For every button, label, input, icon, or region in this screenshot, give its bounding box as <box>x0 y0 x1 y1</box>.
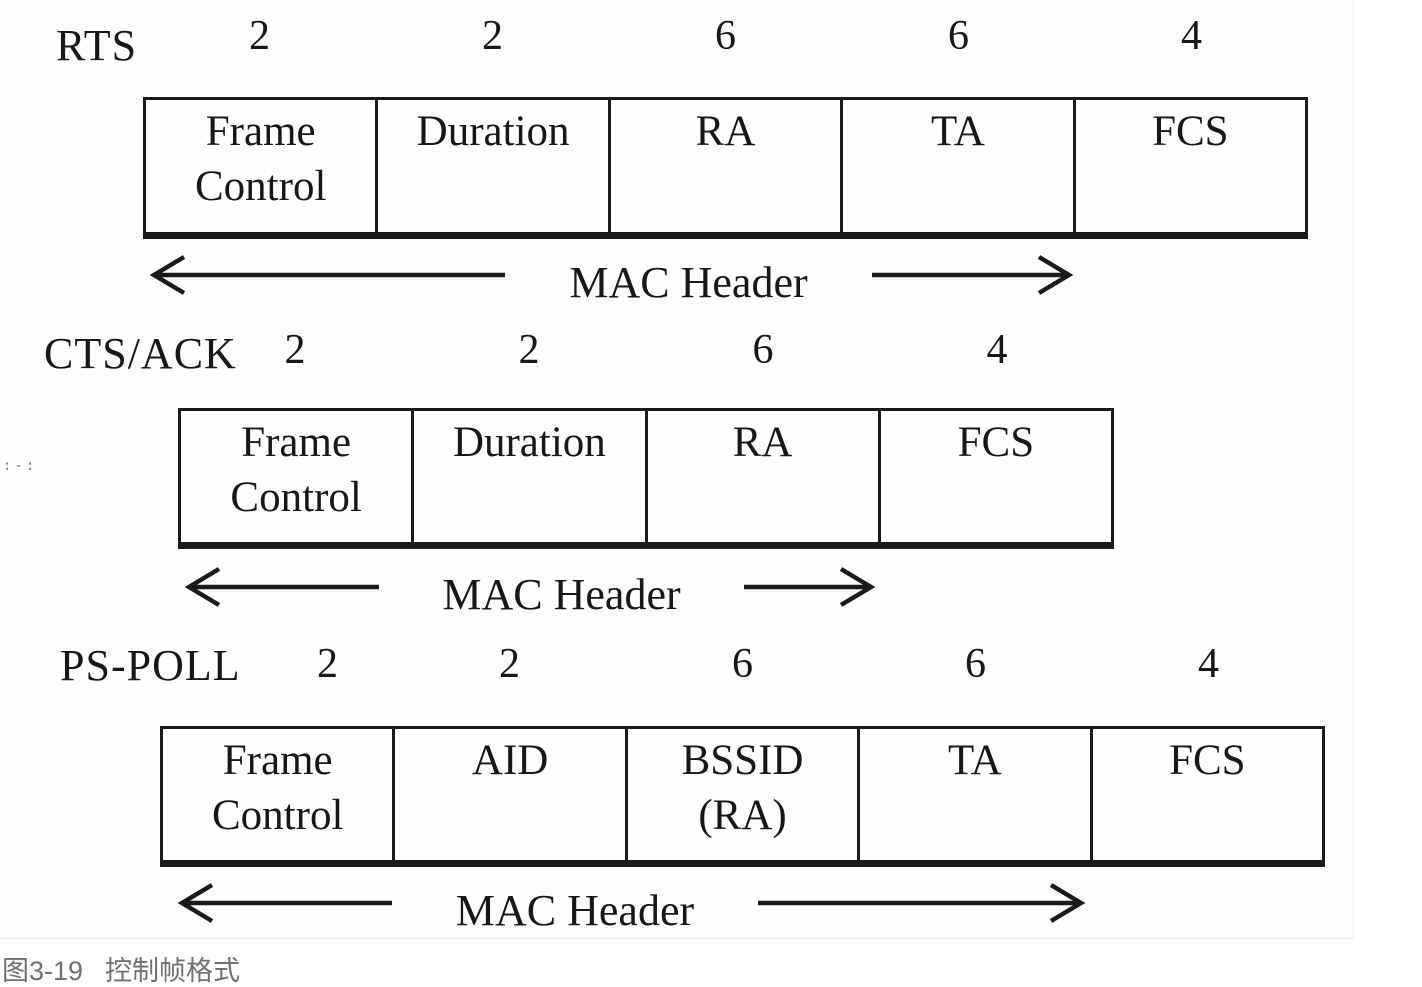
field-cell-aid: AID <box>392 729 624 860</box>
field-label: FCS <box>957 419 1035 466</box>
byte-count: 4 <box>1198 641 1219 687</box>
frame-type-label-cts-ack: CTS/ACK <box>44 329 237 378</box>
byte-count: 6 <box>715 13 736 59</box>
left-arrowhead-icon <box>177 883 392 923</box>
figure-number: 图3-19 <box>2 956 84 986</box>
field-label: Duration <box>452 419 606 466</box>
field-cell-bssid-ra: BSSID (RA) <box>624 729 857 860</box>
byte-count: 2 <box>284 327 306 373</box>
field-label: Frame Control <box>230 419 362 522</box>
field-label: RA <box>695 108 756 155</box>
field-label: TA <box>947 737 1002 784</box>
mac-header-text-zone: MAC Header <box>505 250 872 307</box>
byte-count: 2 <box>249 13 270 59</box>
field-cell-ta: TA <box>857 729 1089 860</box>
frame-fields-box: Frame Control AID BSSID (RA) TA FCS <box>160 726 1325 863</box>
byte-count: 6 <box>732 641 753 687</box>
frame-fields-box: Frame Control Duration RA TA FCS <box>143 97 1308 235</box>
right-arrowhead-icon <box>872 255 1074 295</box>
field-label: AID <box>471 737 549 784</box>
field-label: Duration <box>416 108 570 155</box>
mac-header-span-arrow: MAC Header <box>183 558 877 619</box>
field-label: TA <box>930 108 985 155</box>
mac-header-span-arrow: MAC Header <box>148 246 1075 307</box>
field-cell-fcs: FCS <box>877 411 1111 542</box>
field-cell-ra: RA <box>644 411 878 542</box>
field-cell-ta: TA <box>840 100 1072 232</box>
frame-type-label-ps-poll: PS-POLL <box>60 641 241 690</box>
field-cell-duration: Duration <box>375 100 607 232</box>
field-cell-ra: RA <box>607 100 840 232</box>
byte-count: 2 <box>518 327 540 373</box>
field-label: Frame Control <box>212 737 344 840</box>
field-label: BSSID (RA) <box>681 737 804 840</box>
mac-header-label: MAC Header <box>455 885 695 935</box>
byte-count: 4 <box>986 327 1008 373</box>
left-arrowhead-icon <box>149 255 505 295</box>
frame-fields-box: Frame Control Duration RA FCS <box>178 408 1114 545</box>
frame-type-label-rts: RTS <box>56 21 138 70</box>
field-cell-frame-control: Frame Control <box>146 100 375 232</box>
mac-header-text-zone: MAC Header <box>379 562 744 619</box>
field-cell-fcs: FCS <box>1072 100 1305 232</box>
field-label: Frame Control <box>195 108 327 211</box>
field-cell-frame-control: Frame Control <box>181 411 411 542</box>
figure-title: 控制帧格式 <box>105 956 241 986</box>
mac-header-text-zone: MAC Header <box>392 878 758 935</box>
mac-header-span-arrow: MAC Header <box>176 874 1087 935</box>
byte-count: 2 <box>499 641 520 687</box>
byte-count: 4 <box>1181 13 1202 59</box>
field-label: FCS <box>1169 737 1246 784</box>
mac-header-label: MAC Header <box>569 257 808 307</box>
field-cell-fcs: FCS <box>1089 729 1322 860</box>
byte-count: 6 <box>752 327 774 373</box>
mac-header-label: MAC Header <box>442 569 681 619</box>
left-arrowhead-icon <box>184 567 379 607</box>
field-cell-duration: Duration <box>411 411 644 542</box>
right-arrowhead-icon <box>758 883 1086 923</box>
margin-scan-artifact: :-: <box>3 458 38 474</box>
byte-count: 2 <box>317 641 338 687</box>
figure-caption: 图3-19 控制帧格式 <box>2 949 240 987</box>
right-arrowhead-icon <box>744 567 876 607</box>
byte-count: 6 <box>965 641 986 687</box>
field-label: FCS <box>1152 108 1229 155</box>
field-cell-frame-control: Frame Control <box>163 729 392 860</box>
field-label: RA <box>732 419 793 466</box>
byte-count: 6 <box>948 13 969 59</box>
byte-count: 2 <box>482 13 503 59</box>
